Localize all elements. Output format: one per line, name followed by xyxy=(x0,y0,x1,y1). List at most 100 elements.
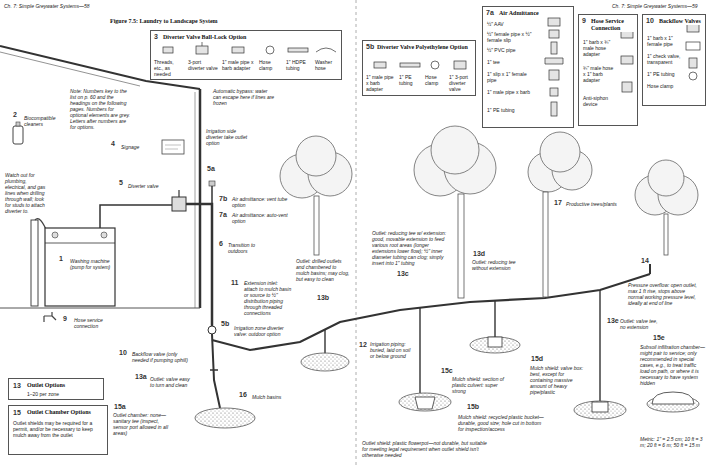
part-label: 1" check valve, transparent xyxy=(647,53,683,65)
part-label: 1" tee xyxy=(487,59,537,65)
callout-label: Washing machine (pump for system) xyxy=(70,258,112,270)
callout-number: 3 xyxy=(153,33,159,40)
callout-label: Mulch shield: recycled plastic bucket—du… xyxy=(458,414,548,432)
part-label: 1" HDPE tubing xyxy=(286,59,312,71)
inset-box: 5bDiverter Valve Polyethylene Option 1" m… xyxy=(362,40,476,96)
callout-number: 15 xyxy=(12,409,22,416)
callout-label: Outlet: reducing tee without extension xyxy=(472,259,517,271)
part-label: 1" PE tubing xyxy=(487,107,537,113)
callout-label: Automatic bypass: water can escape here … xyxy=(213,88,275,106)
callout-number: 5b xyxy=(365,43,375,50)
part-label: 1" barb x 1" female pipe xyxy=(647,35,683,47)
callout-label: Productive trees/plants xyxy=(566,201,617,207)
part-label: 3-port diverter valve xyxy=(188,59,218,71)
part-label: 1" barb x ¾" male hose adapter xyxy=(583,39,617,57)
callout-number: 13a xyxy=(134,373,148,380)
callout-number: 11 xyxy=(230,279,239,286)
callout-label: Diverter valve xyxy=(128,183,159,189)
callout-label: Outlet: valve tee, no extension xyxy=(620,318,664,330)
inset-box: 9 Hose Service Connection 1" barb x ¾" mal… xyxy=(578,14,638,126)
callout-number: 12 xyxy=(358,341,368,348)
figure-title: Figure 7.5: Laundry to Landscape System xyxy=(110,18,218,25)
callout-label: Subsoil infiltration chamber—might pair … xyxy=(640,344,706,386)
part-label: ½" female pipe x ½" female slip xyxy=(487,31,537,43)
inset-box: 15 Outlet Chamber OptionsOutlet shields m… xyxy=(8,405,108,455)
callout-number: 4 xyxy=(110,140,116,147)
callout-label: Outlet: reducing tee w/ extension: good,… xyxy=(372,230,450,266)
inset-box: 3 Diverter Valve Ball-Lock OptionThreads,… xyxy=(150,30,342,80)
callout-label: Outlet chamber: none—sanitary tee (inspe… xyxy=(113,412,171,436)
part-label: Washer hose xyxy=(315,59,339,71)
inset-heading: Backflow Valves xyxy=(659,18,703,25)
part-label: Anti-siphon device xyxy=(583,95,617,107)
inset-heading: Diverter Valve Ball-Lock Option xyxy=(163,34,246,41)
callout-label: Transition to outdoors xyxy=(228,242,268,254)
page-header: Ch. 7: Simple Greywater Systems—58 xyxy=(4,3,90,9)
callout-number: 15c xyxy=(440,367,454,374)
callout-number: 13 xyxy=(12,382,22,389)
part-label: 1" male pipe x barb xyxy=(487,89,537,95)
callout-number: 6 xyxy=(218,240,224,247)
callout-label: Extension inlet: attach to mulch basin o… xyxy=(244,280,292,316)
part-label: 1" slip x 1" female pipe xyxy=(487,71,537,83)
callout-label: Air admittance: auto-vent option xyxy=(232,212,288,224)
callout-number: 9 xyxy=(62,315,68,322)
inset-box: 7a Air Admittance ½" AAV ½" female pipe x ½… xyxy=(482,6,574,128)
note-text: Note: Numbers key to the list on p. 60 a… xyxy=(70,88,130,130)
part-label: ½" AAV xyxy=(487,21,537,27)
callout-number: 10 xyxy=(645,17,655,24)
part-label: 1" PE tubing xyxy=(399,74,423,86)
callout-label: Outlet: drilled outlets and chambered to… xyxy=(296,258,351,282)
callout-number: 17 xyxy=(553,199,563,206)
callout-label: Backflow valve (only needed if pumping u… xyxy=(132,351,192,363)
callout-number: 13b xyxy=(316,294,330,301)
callout-label: Outlet shield: plastic flowerpot—not dur… xyxy=(362,440,492,458)
callout-number: 5b xyxy=(220,320,230,327)
inset-heading: Hose Service Connection xyxy=(591,18,635,32)
callout-number: 16 xyxy=(238,391,248,398)
inset-heading: Diverter Valve Polyethylene Option xyxy=(377,44,469,51)
part-label: Threads, etc., as needed xyxy=(154,59,184,77)
callout-number: 15d xyxy=(530,355,544,362)
callout-label: Irrigation zone diverter valve: outdoor … xyxy=(234,325,292,337)
callout-label: Irrigation side diverter take outlet opt… xyxy=(206,128,254,146)
callout-number: 7b xyxy=(218,195,228,202)
callout-label: Watch out for plumbing, electrical, and … xyxy=(5,172,49,214)
metric-note: Metric: 1" = 2.5 cm; 10 ft = 3 m; 20 ft … xyxy=(640,436,706,448)
callout-number: 14 xyxy=(640,257,650,264)
callout-number: 1 xyxy=(58,255,64,262)
callout-number: 13c xyxy=(396,270,410,277)
part-label: 1" male pipe x barb adapter xyxy=(222,59,256,71)
inset-body: Outlet shields may be required for a per… xyxy=(13,420,105,438)
callout-label: Biocompatible cleaners xyxy=(24,115,64,127)
inset-heading: Air Admittance xyxy=(499,10,539,17)
part-label: 1" male pipe x barb adapter xyxy=(366,74,396,92)
callout-number: 15b xyxy=(466,403,480,410)
callout-number: 2 xyxy=(12,111,18,118)
part-label: Hose clamp xyxy=(647,83,683,89)
callout-label: Air admittance: vent tube option xyxy=(232,196,288,208)
inset-heading: Outlet Chamber Options xyxy=(27,409,91,416)
part-label: ¾" male hose x 1" barb adapter xyxy=(583,65,617,83)
callout-label: Mulch shield: valve box: best, except fo… xyxy=(530,365,588,395)
callout-label: Irrigation piping: buried, laid on soil … xyxy=(370,341,416,359)
callout-label: Hose service connection xyxy=(74,317,126,329)
callout-number: 5 xyxy=(118,179,124,186)
callout-number: 13d xyxy=(472,250,486,257)
inset-body: 1–20 per zone xyxy=(27,391,59,397)
callout-number: 15e xyxy=(652,334,666,341)
callout-number: 5a xyxy=(206,165,216,172)
callout-label: Mulch shield: section of plastic culvert… xyxy=(452,376,507,394)
callout-label: Outlet: valve easy to turn and clean xyxy=(150,376,194,388)
callout-label: Pressure overflow: open outlet, max 1 ft… xyxy=(628,282,700,306)
callout-number: 7a xyxy=(485,9,495,16)
callout-label: Mulch basins xyxy=(252,394,281,400)
callout-number: 10 xyxy=(118,349,128,356)
part-label: 1" 3-port diverter valve xyxy=(449,74,473,92)
inset-box: 13Outlet Options1–20 per zone xyxy=(8,378,104,400)
part-label: Hose clamp xyxy=(259,59,283,71)
callout-number: 9 xyxy=(581,17,587,24)
callout-label: Signage xyxy=(121,144,139,150)
part-label: Hose clamp xyxy=(425,74,447,86)
